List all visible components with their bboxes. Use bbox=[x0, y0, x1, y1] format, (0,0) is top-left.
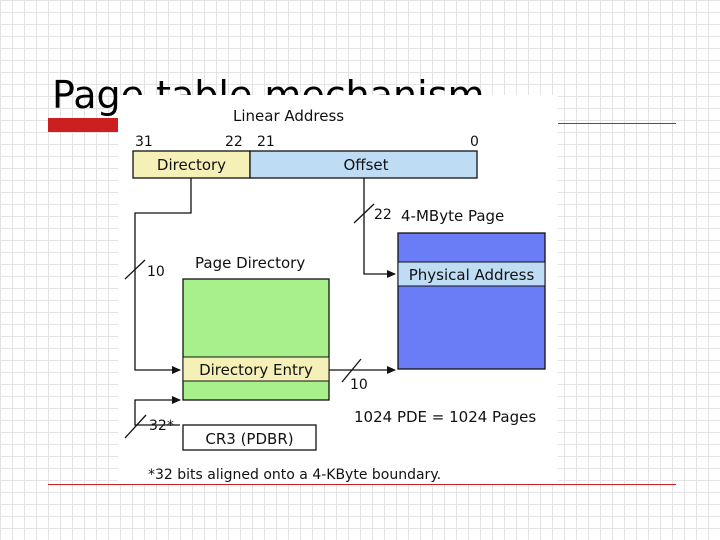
title-accent-bar bbox=[48, 118, 126, 132]
directory-width-slash bbox=[124, 259, 146, 280]
directory-entry bbox=[182, 356, 330, 382]
footnote: *32 bits aligned onto a 4-KByte boundary… bbox=[148, 467, 441, 483]
linear-address-label: Linear Address bbox=[233, 107, 344, 125]
cr3-width-label: 32* bbox=[149, 418, 174, 434]
directory-index-arrow bbox=[134, 178, 192, 374]
page-size-label: 4-MByte Page bbox=[401, 207, 504, 225]
offset-arrow bbox=[363, 178, 396, 278]
physical-address-entry bbox=[397, 261, 546, 287]
offset-field-label: Offset bbox=[343, 156, 388, 174]
offset-width-label: 22 bbox=[374, 207, 392, 223]
offset-width-slash bbox=[353, 203, 375, 224]
directory-width-label: 10 bbox=[147, 264, 165, 280]
bit-21-label: 21 bbox=[257, 134, 275, 150]
page-directory-label: Page Directory bbox=[195, 254, 305, 272]
directory-entry-label: Directory Entry bbox=[199, 361, 313, 379]
cr3-width-slash bbox=[124, 414, 147, 439]
pde-count-label: 1024 PDE = 1024 Pages bbox=[354, 408, 536, 426]
entry-width-slash bbox=[341, 358, 362, 383]
bit-22-label: 22 bbox=[225, 134, 243, 150]
bit-31-label: 31 bbox=[135, 134, 153, 150]
page-directory bbox=[182, 278, 330, 401]
page-table-diagram: Linear Address 31 22 21 0 Directory Offs… bbox=[118, 95, 558, 484]
cr3-arrow bbox=[134, 396, 181, 426]
directory-field-label: Directory bbox=[157, 156, 226, 174]
directory-field bbox=[132, 150, 251, 179]
offset-field bbox=[249, 150, 478, 179]
entry-width-label: 10 bbox=[350, 377, 368, 393]
diagram-canvas: Linear Address 31 22 21 0 Directory Offs… bbox=[124, 107, 546, 483]
physical-address-label: Physical Address bbox=[409, 266, 535, 284]
four-mbyte-page bbox=[397, 232, 546, 370]
bit-0-label: 0 bbox=[470, 134, 479, 150]
cr3-register bbox=[182, 424, 317, 451]
cr3-register-label: CR3 (PDBR) bbox=[205, 430, 293, 448]
footer-divider-line bbox=[48, 484, 676, 485]
